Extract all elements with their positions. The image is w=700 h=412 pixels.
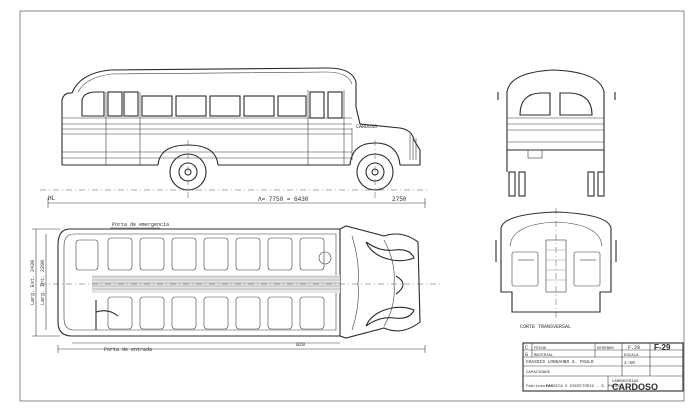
scale-value: 1:50	[624, 360, 635, 366]
front-length-label: 2750	[392, 196, 407, 203]
sheet-border	[19, 10, 685, 402]
svg-text:CARDOSO: CARDOSO	[356, 124, 377, 130]
emergency-door-label: Porta de emergencia	[112, 222, 169, 228]
sheet-number: F-29	[654, 343, 671, 352]
width-small-label: 820	[296, 342, 305, 348]
svg-text:HL: HL	[48, 195, 56, 202]
company-name: CARDOSO	[612, 382, 658, 392]
inner-width-label: Larg. Int. 2200	[40, 260, 46, 305]
entry-door-label: Porta de entrada	[104, 347, 152, 353]
chassis-row: CHASSIS LONGAHNO S. PAULO	[526, 359, 594, 365]
scale-label: ESCALA	[624, 354, 639, 358]
footer-label: Fabricante:	[526, 384, 552, 389]
fl-label: F.29	[628, 345, 640, 351]
company-prefix: CARROCERIAS	[612, 380, 639, 384]
section-view: CORTE TRANSVERSAL	[495, 208, 617, 330]
rev-g: G	[525, 352, 528, 358]
col-material: MATERIAL	[534, 354, 554, 358]
outer-width-label: Larg. Ext. 2430	[30, 260, 36, 305]
plan-view: Porta de emergencia Porta de entrada 820…	[30, 222, 440, 353]
length-dimension: HL Λ= 7750 = 6430 2750	[47, 195, 426, 208]
desenho-label: DESENHO	[597, 347, 614, 351]
section-label: CORTE TRANSVERSAL	[520, 324, 571, 330]
rev-c: C	[525, 345, 528, 351]
capacity-row: CAPACIDADE	[526, 371, 551, 375]
col-data: FECHA	[534, 347, 547, 351]
side-view: CARDOSO	[40, 67, 430, 200]
front-view	[497, 69, 616, 197]
total-length-label: Λ= 7750 = 6430	[258, 196, 309, 203]
title-block: C G FECHA MATERIAL DESENHO CHASSIS LONGA…	[522, 342, 684, 392]
footer-value: FÁBRICA E ESCRITÓRIO - S. PAULO	[546, 384, 621, 389]
